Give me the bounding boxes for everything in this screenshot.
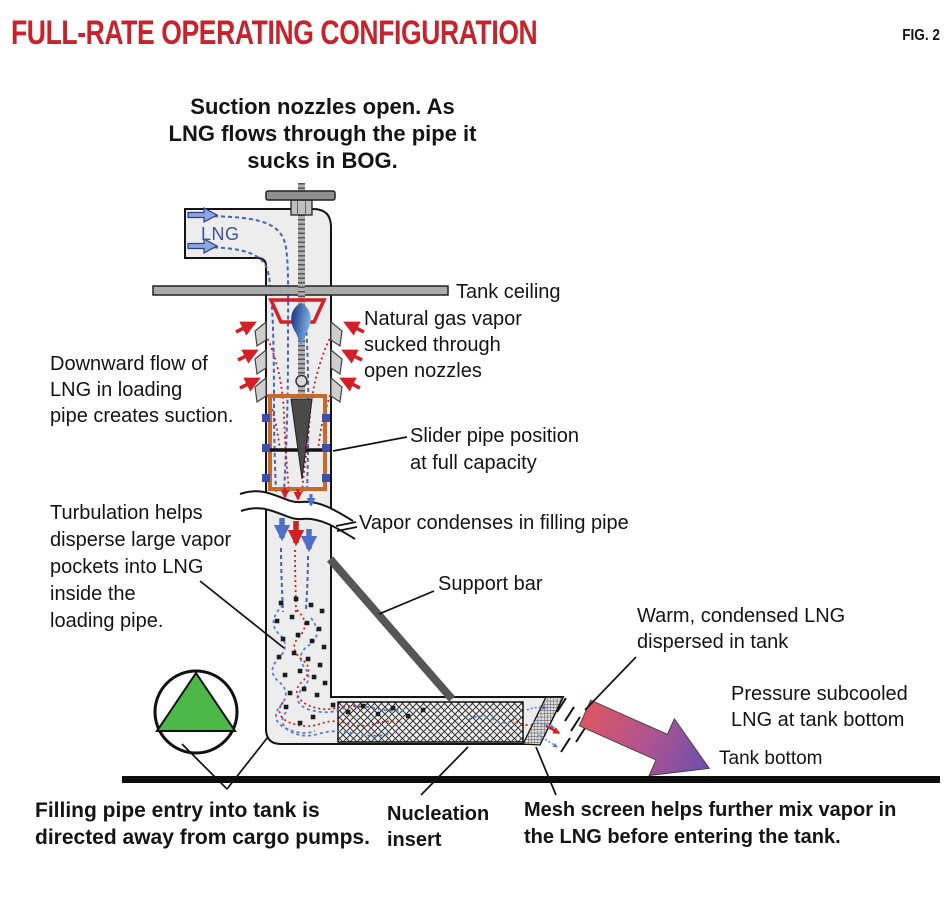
spray-marks: [556, 697, 586, 753]
cargo-pump-symbol: [153, 669, 239, 755]
tank-bottom-line: [122, 776, 940, 783]
page-title: FULL-RATE OPERATING CONFIGURATION: [11, 14, 538, 52]
hand-wheel: [265, 190, 336, 201]
label-vapor-condenses: Vapor condenses in filling pipe: [359, 512, 629, 534]
caption-filling-pipe: Filling pipe entry into tank is directed…: [35, 799, 370, 849]
label-lng: LNG: [201, 224, 240, 244]
dispersion-arrow: [578, 699, 711, 777]
vapor-pocket-dots: [274, 596, 426, 726]
slider-exit-arrows: [280, 488, 316, 507]
caption-suction-nozzles: Suction nozzles open. As LNG flows throu…: [168, 94, 477, 173]
nucleation-insert-mesh: [337, 701, 524, 743]
slider-control-rod: [265, 183, 336, 397]
label-natural-gas-vapor: Natural gas vapor sucked through open no…: [364, 308, 522, 382]
rod-nut: [290, 199, 313, 216]
turbulence-swirls: [271, 604, 533, 737]
label-turbulation: Turbulation helps disperse large vapor p…: [50, 502, 232, 632]
label-warm-condensed-lng: Warm, condensed LNG dispersed in tank: [637, 605, 846, 653]
pipe-break-symbol: [237, 490, 360, 540]
filling-pipe-body: [184, 208, 565, 745]
lng-inlet-arrows: [187, 206, 219, 255]
suction-nozzles: [254, 320, 343, 404]
caption-mesh-screen: Mesh screen helps further mix vapor in t…: [524, 799, 897, 848]
slider-dart: [290, 398, 313, 480]
suction-inlet-outline: [268, 298, 327, 324]
downward-flow-arrows: [273, 518, 318, 553]
label-support-bar: Support bar: [438, 573, 543, 595]
lng-teardrop: [291, 303, 311, 346]
mesh-screen-cap: [521, 696, 565, 746]
caption-nucleation-insert: Nucleation insert: [387, 803, 490, 851]
label-tank-ceiling: Tank ceiling: [456, 281, 561, 303]
label-slider-pipe-position: Slider pipe position at full capacity: [410, 425, 579, 474]
label-pressure-subcooled-lng: Pressure subcooled LNG at tank bottom: [731, 683, 908, 731]
support-bar: [326, 556, 456, 702]
leader-lines: [181, 436, 637, 796]
figure-number: FIG. 2: [902, 27, 940, 44]
vapor-suction-arrows: [235, 321, 365, 392]
label-downward-flow: Downward flow of LNG in loading pipe cre…: [50, 353, 234, 427]
slider-bolts: [262, 414, 330, 482]
label-tank-bottom: Tank bottom: [719, 748, 823, 769]
slider-pipe: [262, 394, 330, 491]
rod-ball-joint: [295, 374, 308, 388]
